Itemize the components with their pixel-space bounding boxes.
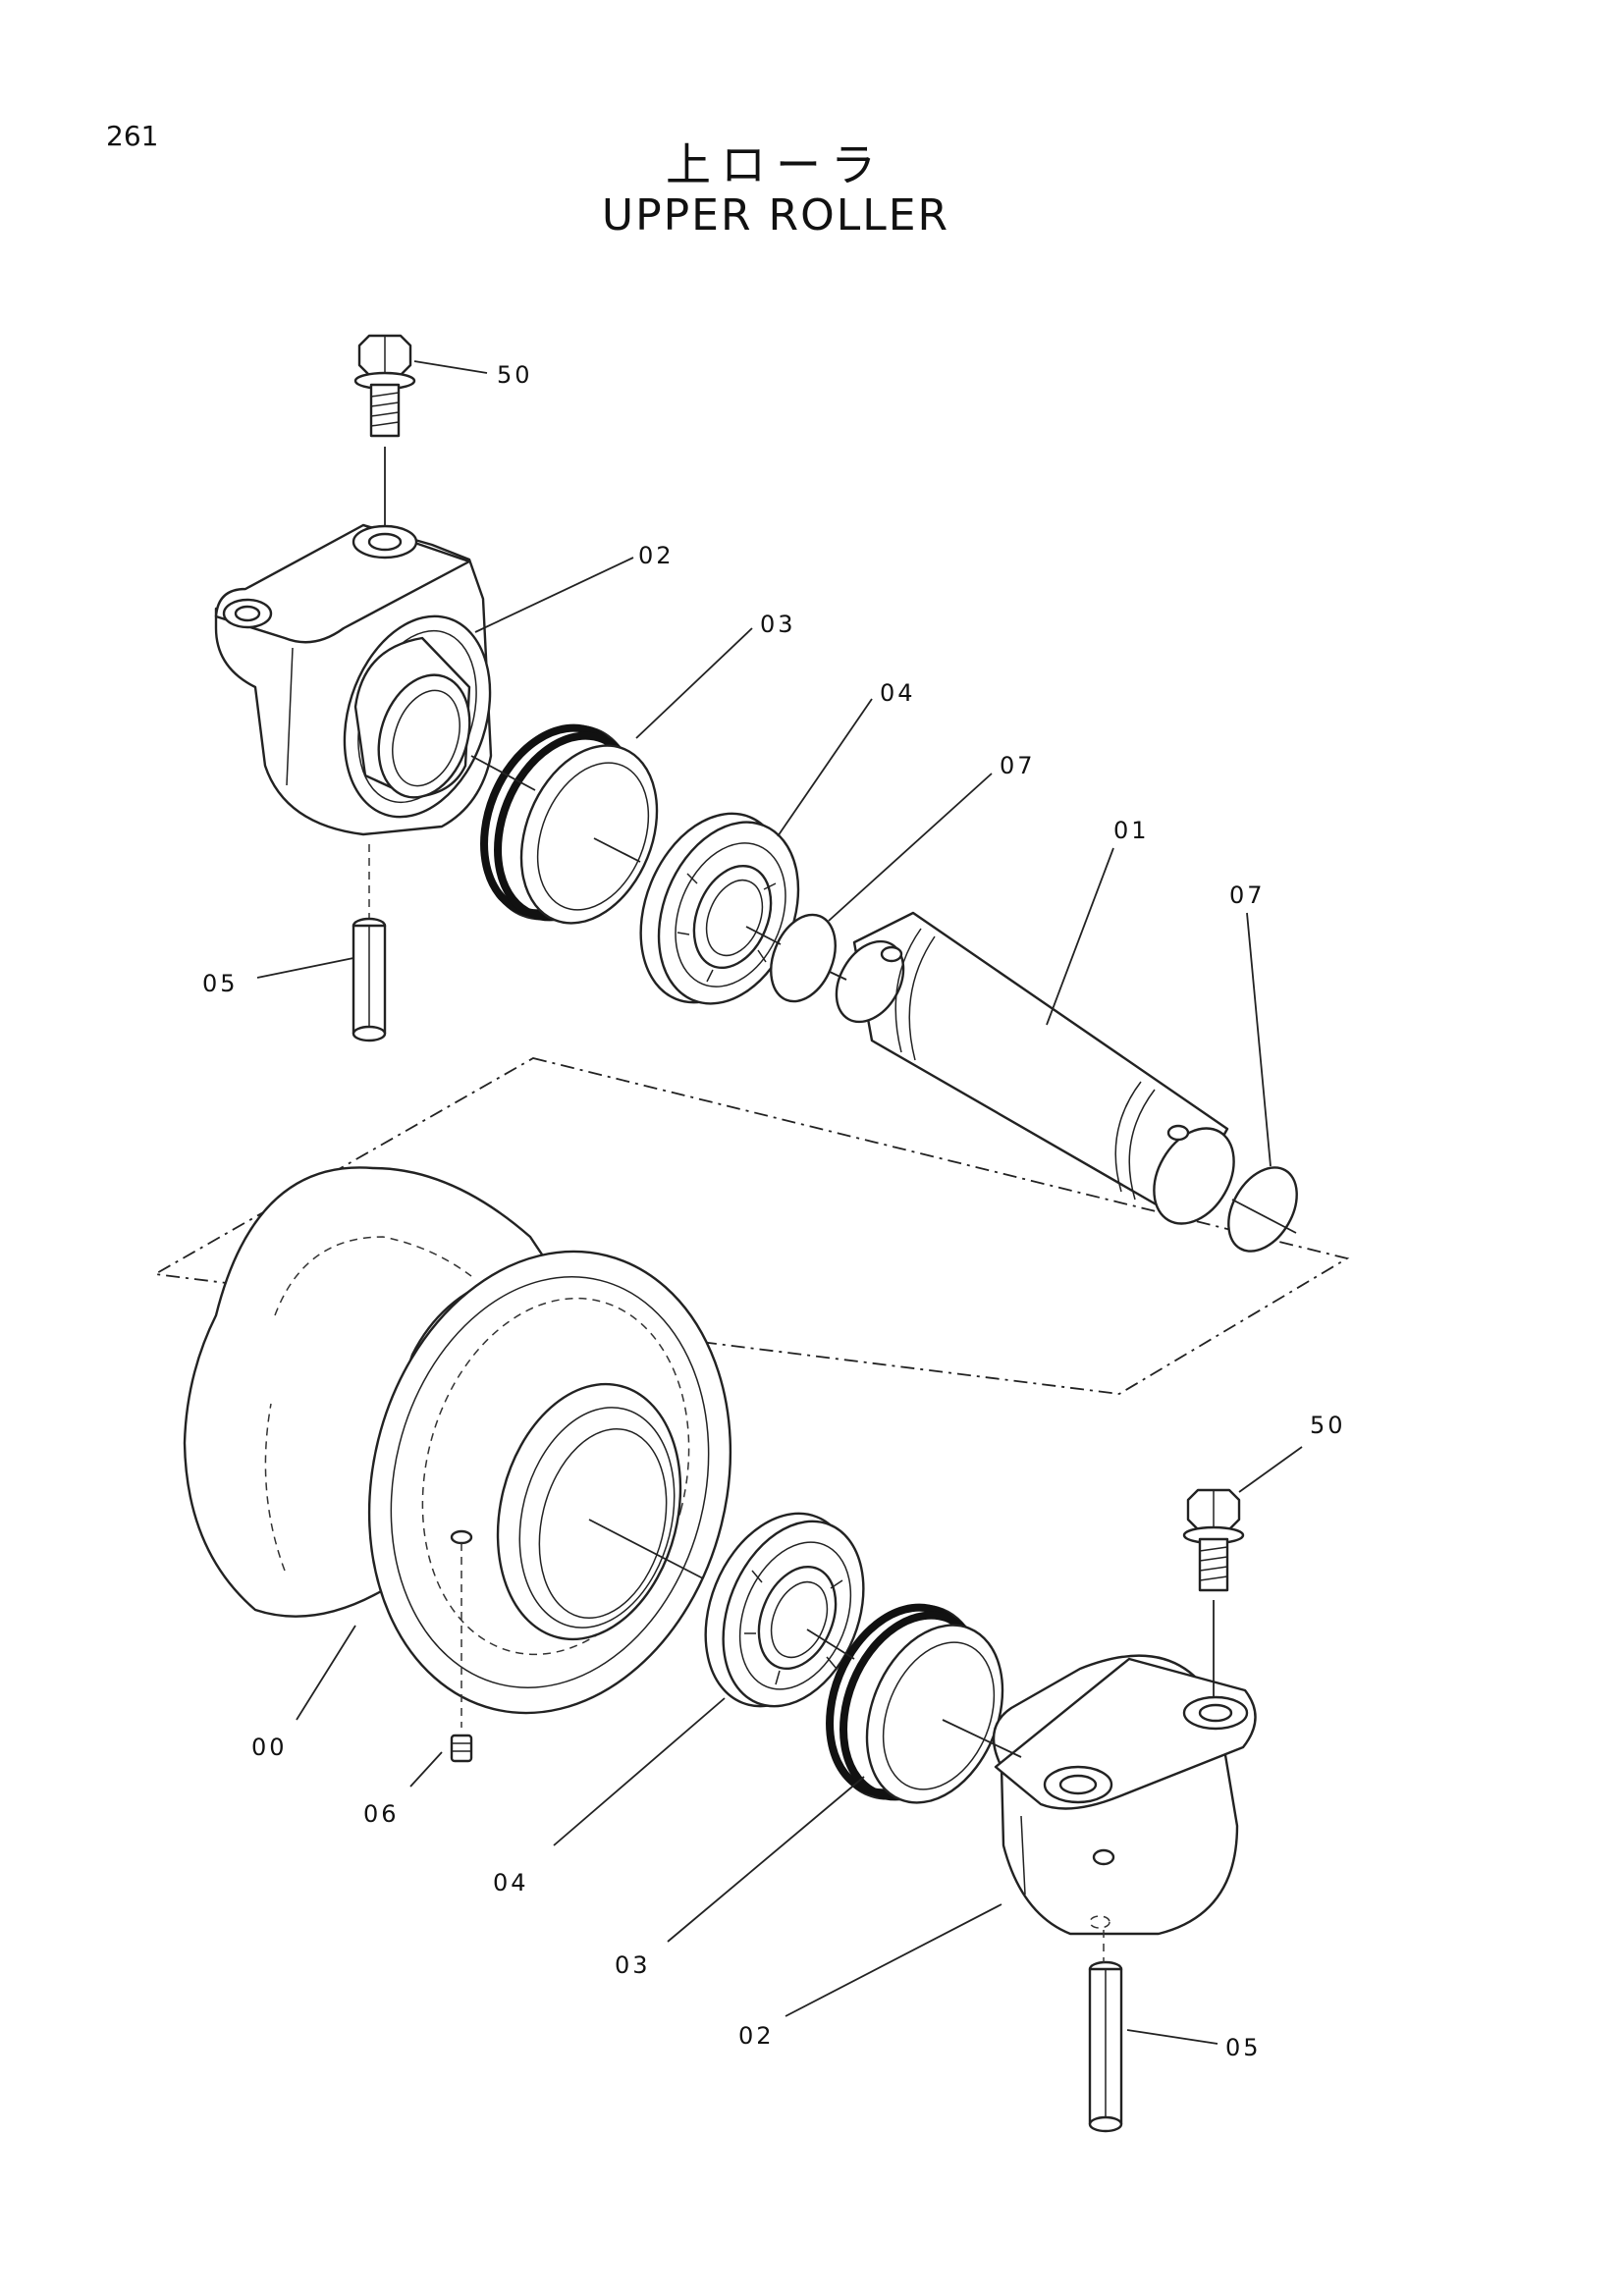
part-03-seal-top [480, 723, 659, 925]
callout-07-end: 07 [1229, 881, 1266, 909]
part-06-plug [450, 1734, 473, 1763]
assembly-boundary [152, 1057, 1350, 1395]
part-05-pin-bottom [1088, 1960, 1123, 2133]
page-number: 261 [106, 120, 159, 152]
part-02-bracket-bottom [992, 1654, 1257, 1936]
part-50-bolt-top [353, 334, 416, 438]
callout-00-roller: 00 [251, 1734, 288, 1761]
callout-05-top: 05 [202, 970, 239, 997]
part-05-pin-top [352, 917, 387, 1042]
callout-01-shaft: 01 [1113, 817, 1150, 844]
callout-03-top: 03 [760, 611, 796, 638]
part-07-oring-top [770, 913, 837, 1003]
part-02-bracket-top [214, 523, 493, 836]
callout-04-top: 04 [880, 679, 916, 707]
centre-lines [470, 755, 1297, 1758]
leader-lines [256, 360, 1303, 2045]
callout-04-bottom: 04 [493, 1869, 529, 1896]
callout-02-top: 02 [638, 542, 675, 569]
callout-06-plug: 06 [363, 1800, 400, 1828]
callout-03-bottom: 03 [615, 1951, 651, 1979]
callout-05-bottom: 05 [1225, 2034, 1262, 2061]
callout-50-bottom: 50 [1310, 1412, 1346, 1439]
title-japanese: 上ローラ [666, 138, 886, 191]
part-01-shaft [835, 911, 1235, 1225]
callout-07-top: 07 [1000, 752, 1036, 779]
callout-50-top: 50 [497, 361, 533, 389]
part-07-oring-end [1227, 1166, 1298, 1253]
callout-02-bottom: 02 [738, 2022, 775, 2050]
part-00-roller [183, 1166, 732, 1715]
part-04-bearing-bottom [704, 1512, 865, 1708]
part-50-bolt-bottom [1182, 1488, 1245, 1592]
title-english: UPPER ROLLER [601, 190, 950, 240]
part-04-bearing-top [639, 812, 800, 1005]
part-03-seal-bottom [826, 1603, 1004, 1804]
